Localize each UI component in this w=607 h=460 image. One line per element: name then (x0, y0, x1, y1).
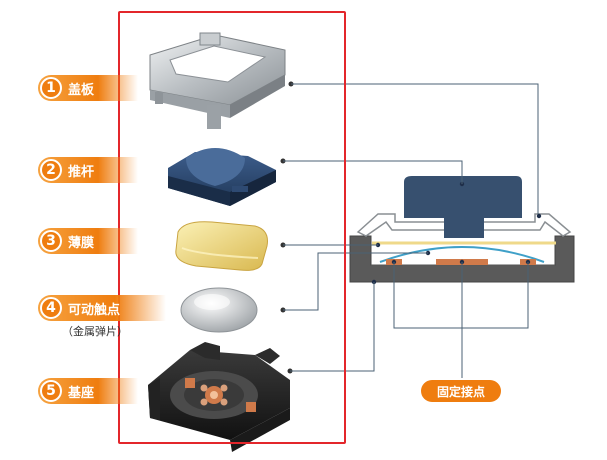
leader-lines (280, 81, 539, 378)
part-label-actuator: 2 推杆 (38, 157, 138, 183)
part-number-badge: 5 (40, 380, 62, 402)
part-name: 基座 (68, 385, 95, 401)
part-sub-label: （金属弹片） (62, 325, 128, 338)
part-label-cover: 1 盖板 (38, 75, 138, 101)
part-name: 推杆 (68, 164, 95, 180)
fixed-contacts-label: 固定接点 (421, 380, 501, 402)
cover-plate-illustration (149, 32, 286, 129)
membrane-illustration (175, 221, 268, 271)
part-number-badge: 1 (40, 77, 62, 99)
part-name: 盖板 (68, 82, 95, 98)
part-number-badge: 2 (40, 159, 62, 181)
base-illustration (148, 342, 290, 452)
part-name: 可动触点 (68, 302, 121, 318)
part-label-dome: 4 可动触点 (38, 295, 166, 321)
cross-section-illustration (349, 176, 575, 285)
part-label-membrane: 3 薄膜 (38, 228, 138, 254)
components-highlight-frame (118, 11, 346, 444)
part-label-base: 5 基座 (38, 378, 138, 404)
part-number-badge: 4 (40, 297, 62, 319)
actuator-illustration (168, 148, 276, 206)
part-name: 薄膜 (68, 235, 95, 251)
part-number-badge: 3 (40, 230, 62, 252)
metal-dome-illustration (180, 287, 258, 333)
